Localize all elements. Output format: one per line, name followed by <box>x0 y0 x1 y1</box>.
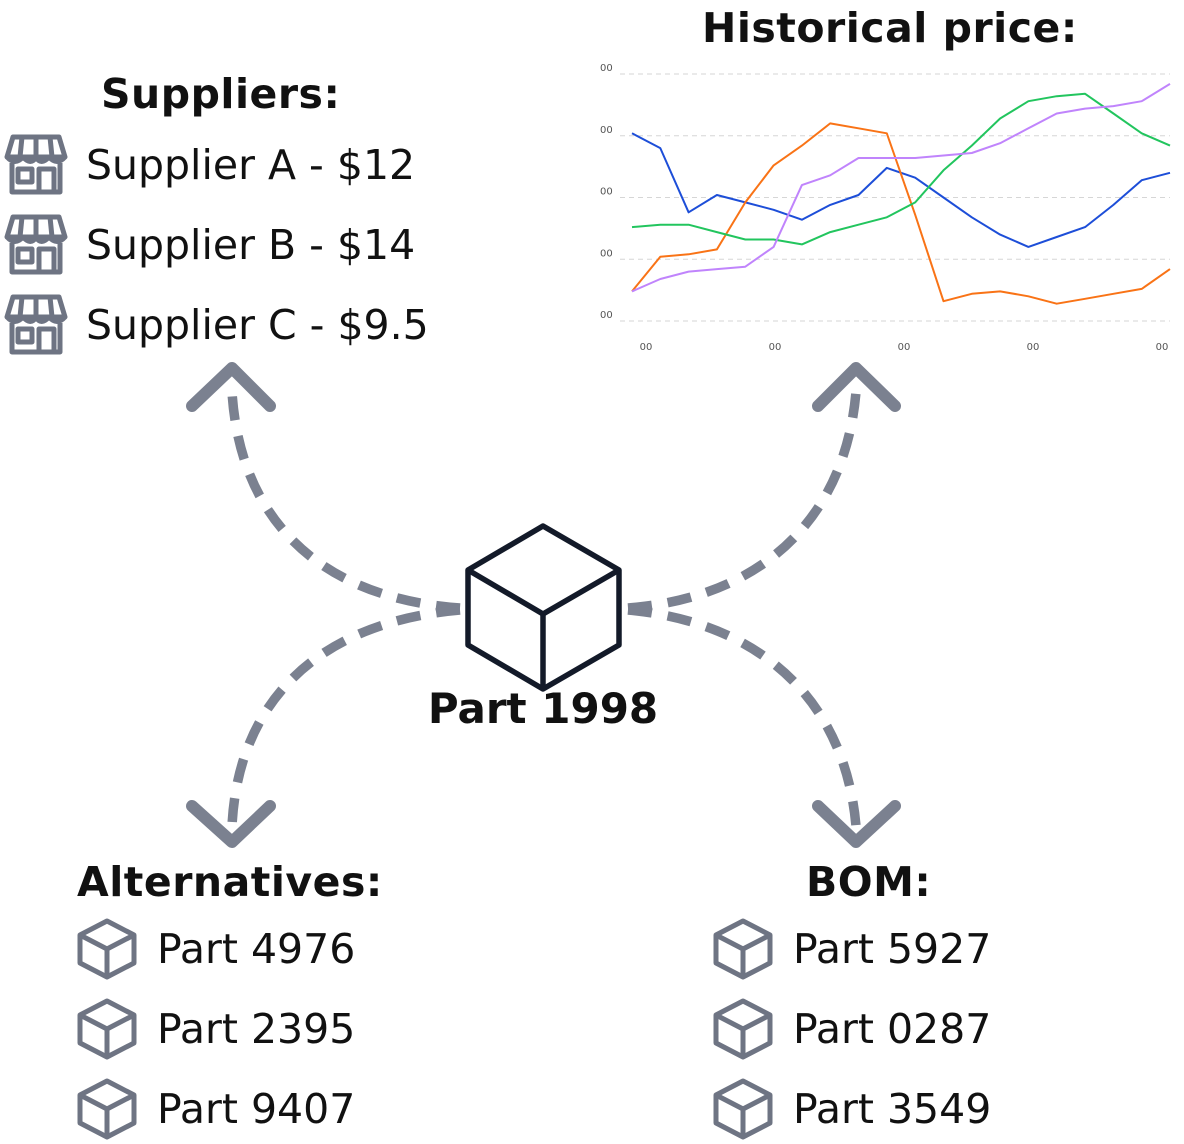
x-tick-label: 00 <box>1156 342 1169 353</box>
arrow-to-suppliers <box>227 391 461 613</box>
supplier-label: Supplier A - $12 <box>86 141 416 189</box>
y-tick-label: 00 <box>600 310 613 321</box>
chart-grid <box>620 73 1170 322</box>
chart-y-ticks: 00 00 00 00 00 <box>600 63 613 321</box>
y-tick-label: 00 <box>600 248 613 259</box>
arrowhead-up-right <box>812 362 901 412</box>
bom-label: Part 0287 <box>793 1005 992 1053</box>
bom-heading: BOM: <box>806 858 932 906</box>
arrow-to-alternatives <box>227 605 461 827</box>
alternatives-heading: Alternatives: <box>77 858 383 906</box>
bom-row[interactable]: Part 0287 <box>713 997 991 1061</box>
supplier-row[interactable]: Supplier A - $12 <box>4 133 415 197</box>
center-part-label: Part 1998 <box>427 684 659 733</box>
suppliers-heading: Suppliers: <box>101 70 341 118</box>
alternative-label: Part 9407 <box>157 1085 356 1133</box>
supplier-label: Supplier C - $9.5 <box>86 301 429 349</box>
alternative-row[interactable]: Part 4976 <box>77 917 355 981</box>
y-tick-label: 00 <box>600 63 613 74</box>
supplier-row[interactable]: Supplier B - $14 <box>4 213 415 277</box>
arrow-to-bom <box>627 605 861 827</box>
bom-label: Part 5927 <box>793 925 992 973</box>
alternative-row[interactable]: Part 9407 <box>77 1077 355 1141</box>
x-tick-label: 00 <box>898 342 911 353</box>
arrowhead-down-left <box>186 800 276 848</box>
bom-row[interactable]: Part 3549 <box>713 1077 991 1141</box>
arrowhead-down-right <box>812 800 901 848</box>
box-icon <box>713 1078 773 1140</box>
history-heading: Historical price: <box>702 4 1078 52</box>
arrowhead-up-left <box>186 362 276 412</box>
alternative-label: Part 4976 <box>157 925 356 973</box>
series-line-1 <box>631 132 1171 248</box>
x-tick-label: 00 <box>769 342 782 353</box>
price-history-chart: 00 00 00 00 00 00 00 00 00 00 <box>600 63 1171 353</box>
supplier-label: Supplier B - $14 <box>86 221 416 269</box>
chart-x-ticks: 00 00 00 00 00 <box>640 342 1169 353</box>
store-icon <box>4 134 68 195</box>
arrow-to-history <box>627 391 861 613</box>
series-line-3 <box>631 92 1171 246</box>
x-tick-label: 00 <box>640 342 653 353</box>
store-icon <box>4 214 68 275</box>
arrowheads <box>186 362 901 848</box>
box-icon <box>77 998 137 1060</box>
box-icon <box>77 918 137 980</box>
bom-row[interactable]: Part 5927 <box>713 917 991 981</box>
y-tick-label: 00 <box>600 125 613 136</box>
chart-series <box>631 83 1171 305</box>
x-tick-label: 00 <box>1027 342 1040 353</box>
series-line-4 <box>631 83 1171 293</box>
y-tick-label: 00 <box>600 187 613 198</box>
alternative-row[interactable]: Part 2395 <box>77 997 355 1061</box>
store-icon <box>4 294 68 355</box>
series-line-2 <box>631 122 1171 305</box>
bom-label: Part 3549 <box>793 1085 992 1133</box>
box-icon <box>77 1078 137 1140</box>
supplier-row[interactable]: Supplier C - $9.5 <box>4 293 429 357</box>
cube-icon <box>465 523 622 692</box>
dashed-arrows <box>227 391 861 827</box>
box-icon <box>713 998 773 1060</box>
alternative-label: Part 2395 <box>157 1005 356 1053</box>
box-icon <box>713 918 773 980</box>
